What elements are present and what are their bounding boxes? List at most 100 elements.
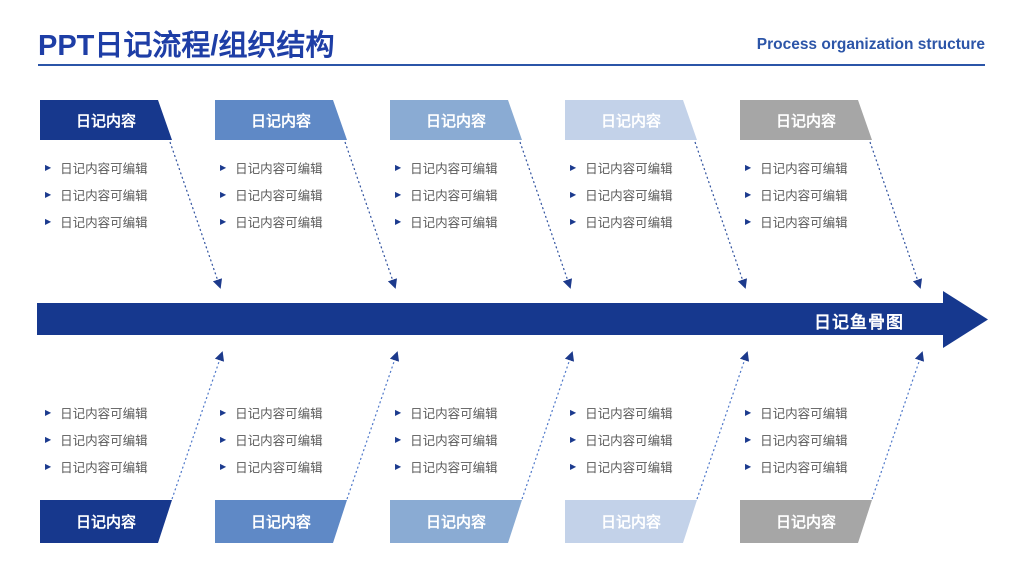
list-item: ▶ 日记内容可编辑 — [740, 399, 890, 426]
list-item: ▶ 日记内容可编辑 — [40, 154, 190, 181]
stage-header-bottom-3: 日记内容 — [390, 500, 522, 543]
triangle-bullet-icon: ▶ — [745, 216, 752, 226]
list-item: ▶ 日记内容可编辑 — [390, 426, 540, 453]
list-item-text: 日记内容可编辑 — [585, 216, 673, 230]
list-item: ▶ 日记内容可编辑 — [740, 208, 890, 235]
bottom-list-3: ▶ 日记内容可编辑 ▶ 日记内容可编辑 ▶ 日记内容可编辑 — [390, 399, 540, 480]
list-item: ▶ 日记内容可编辑 — [565, 399, 715, 426]
stage-header-top-3: 日记内容 — [390, 100, 522, 140]
list-item-text: 日记内容可编辑 — [60, 189, 148, 203]
list-item-text: 日记内容可编辑 — [760, 216, 848, 230]
page-title: PPT日记流程/组织结构 — [38, 30, 335, 62]
triangle-bullet-icon: ▶ — [745, 434, 752, 444]
stage-header-top-2: 日记内容 — [215, 100, 347, 140]
title-underline — [38, 64, 985, 66]
list-item-text: 日记内容可编辑 — [410, 216, 498, 230]
list-item: ▶日记内容可编辑 — [390, 181, 540, 208]
triangle-bullet-icon: ▶ — [570, 434, 577, 444]
triangle-bullet-icon: ▶ — [570, 162, 577, 172]
triangle-bullet-icon: ▶ — [45, 407, 52, 417]
list-item-text: 日记内容可编辑 — [60, 461, 148, 475]
list-item-text: 日记内容可编辑 — [235, 216, 323, 230]
page-subtitle: Process organization structure — [756, 36, 985, 53]
list-item: ▶ 日记内容可编辑 — [740, 426, 890, 453]
list-item: ▶日记内容可编辑 — [40, 426, 190, 453]
triangle-bullet-icon: ▶ — [745, 407, 752, 417]
triangle-bullet-icon: ▶ — [395, 216, 402, 226]
list-item: ▶ 日记内容可编辑 — [390, 453, 540, 480]
list-item: ▶ 日记内容可编辑 — [40, 453, 190, 480]
triangle-bullet-icon: ▶ — [745, 189, 752, 199]
stage-header-top-5: 日记内容 — [740, 100, 872, 140]
triangle-bullet-icon: ▶ — [395, 407, 402, 417]
list-item-text: 日记内容可编辑 — [760, 407, 848, 421]
list-item-text: 日记内容可编辑 — [410, 189, 498, 203]
list-item: ▶ 日记内容可编辑 — [215, 181, 365, 208]
list-item-text: 日记内容可编辑 — [60, 216, 148, 230]
list-item-text: 日记内容可编辑 — [585, 189, 673, 203]
list-item-text: 日记内容可编辑 — [585, 434, 673, 448]
list-item-text: 日记内容可编辑 — [410, 162, 498, 176]
list-item-text: 日记内容可编辑 — [760, 162, 848, 176]
stage-header-bottom-4: 日记内容 — [565, 500, 697, 543]
list-item-text: 日记内容可编辑 — [760, 461, 848, 475]
triangle-bullet-icon: ▶ — [220, 461, 227, 471]
list-item-text: 日记内容可编辑 — [235, 162, 323, 176]
list-item: ▶ 日记内容可编辑 — [565, 426, 715, 453]
list-item-text: 日记内容可编辑 — [60, 407, 148, 421]
list-item-text: 日记内容可编辑 — [60, 162, 148, 176]
list-item: ▶ 日记内容可编辑 — [40, 399, 190, 426]
list-item-text: 日记内容可编辑 — [760, 434, 848, 448]
triangle-bullet-icon: ▶ — [220, 162, 227, 172]
list-item: ▶日记内容可编辑 — [740, 453, 890, 480]
list-item-text: 日记内容可编辑 — [760, 189, 848, 203]
list-item: ▶ 日记内容可编辑 — [390, 154, 540, 181]
list-item: ▶ 日记内容可编辑 — [740, 154, 890, 181]
top-list-2: ▶ 日记内容可编辑 ▶ 日记内容可编辑 ▶ 日记内容可编辑 — [215, 154, 365, 235]
list-item: ▶ 日记内容可编辑 — [390, 208, 540, 235]
list-item: ▶ 日记内容可编辑 — [565, 208, 715, 235]
list-item: ▶日记内容可编辑 — [215, 399, 365, 426]
triangle-bullet-icon: ▶ — [220, 216, 227, 226]
stage-header-bottom-1: 日记内容 — [40, 500, 172, 543]
stage-header-bottom-2: 日记内容 — [215, 500, 347, 543]
list-item: ▶日记内容可编辑 — [215, 426, 365, 453]
list-item: ▶ 日记内容可编辑 — [565, 453, 715, 480]
triangle-bullet-icon: ▶ — [570, 461, 577, 471]
list-item-text: 日记内容可编辑 — [410, 434, 498, 448]
list-item-text: 日记内容可编辑 — [60, 434, 148, 448]
bottom-list-1: ▶日记内容可编辑 ▶日记内容可编辑 ▶日记内容可编辑 — [40, 399, 190, 480]
triangle-bullet-icon: ▶ — [745, 162, 752, 172]
list-item: ▶ 日记内容可编辑 — [40, 181, 190, 208]
stage-header-top-1: 日记内容 — [40, 100, 172, 140]
triangle-bullet-icon: ▶ — [395, 434, 402, 444]
triangle-bullet-icon: ▶ — [220, 434, 227, 444]
stage-header-bottom-5: 日记内容 — [740, 500, 872, 543]
triangle-bullet-icon: ▶ — [395, 461, 402, 471]
triangle-bullet-icon: ▶ — [570, 216, 577, 226]
list-item: ▶ 日记内容可编辑 — [215, 208, 365, 235]
triangle-bullet-icon: ▶ — [45, 162, 52, 172]
bottom-list-2: ▶日记内容可编辑 ▶日记内容可编辑 ▶日记内容可编辑 — [215, 399, 365, 480]
list-item-text: 日记内容可编辑 — [235, 189, 323, 203]
stage-header-top-4: 日记内容 — [565, 100, 697, 140]
triangle-bullet-icon: ▶ — [570, 407, 577, 417]
list-item-text: 日记内容可编辑 — [410, 407, 498, 421]
triangle-bullet-icon: ▶ — [45, 216, 52, 226]
top-list-5: ▶ 日记内容可编辑 ▶ 日记内容可编辑 ▶ 日记内容可编辑 — [740, 154, 890, 235]
list-item: ▶ 日记内容可编辑 — [740, 181, 890, 208]
triangle-bullet-icon: ▶ — [395, 162, 402, 172]
triangle-bullet-icon: ▶ — [220, 407, 227, 417]
top-list-3: ▶日记内容可编辑 ▶日记内容可编辑 ▶日记内容可编辑 — [390, 154, 540, 235]
list-item: ▶ 日记内容可编辑 — [390, 399, 540, 426]
list-item-text: 日记内容可编辑 — [585, 162, 673, 176]
list-item-text: 日记内容可编辑 — [410, 461, 498, 475]
triangle-bullet-icon: ▶ — [45, 189, 52, 199]
list-item-text: 日记内容可编辑 — [585, 461, 673, 475]
list-item-text: 日记内容可编辑 — [585, 407, 673, 421]
bottom-list-5: ▶日记内容可编辑 ▶日记内容可编辑 ▶日记内容可编辑 — [740, 399, 890, 480]
triangle-bullet-icon: ▶ — [45, 461, 52, 471]
list-item: ▶日记内容可编辑 — [565, 181, 715, 208]
triangle-bullet-icon: ▶ — [220, 189, 227, 199]
